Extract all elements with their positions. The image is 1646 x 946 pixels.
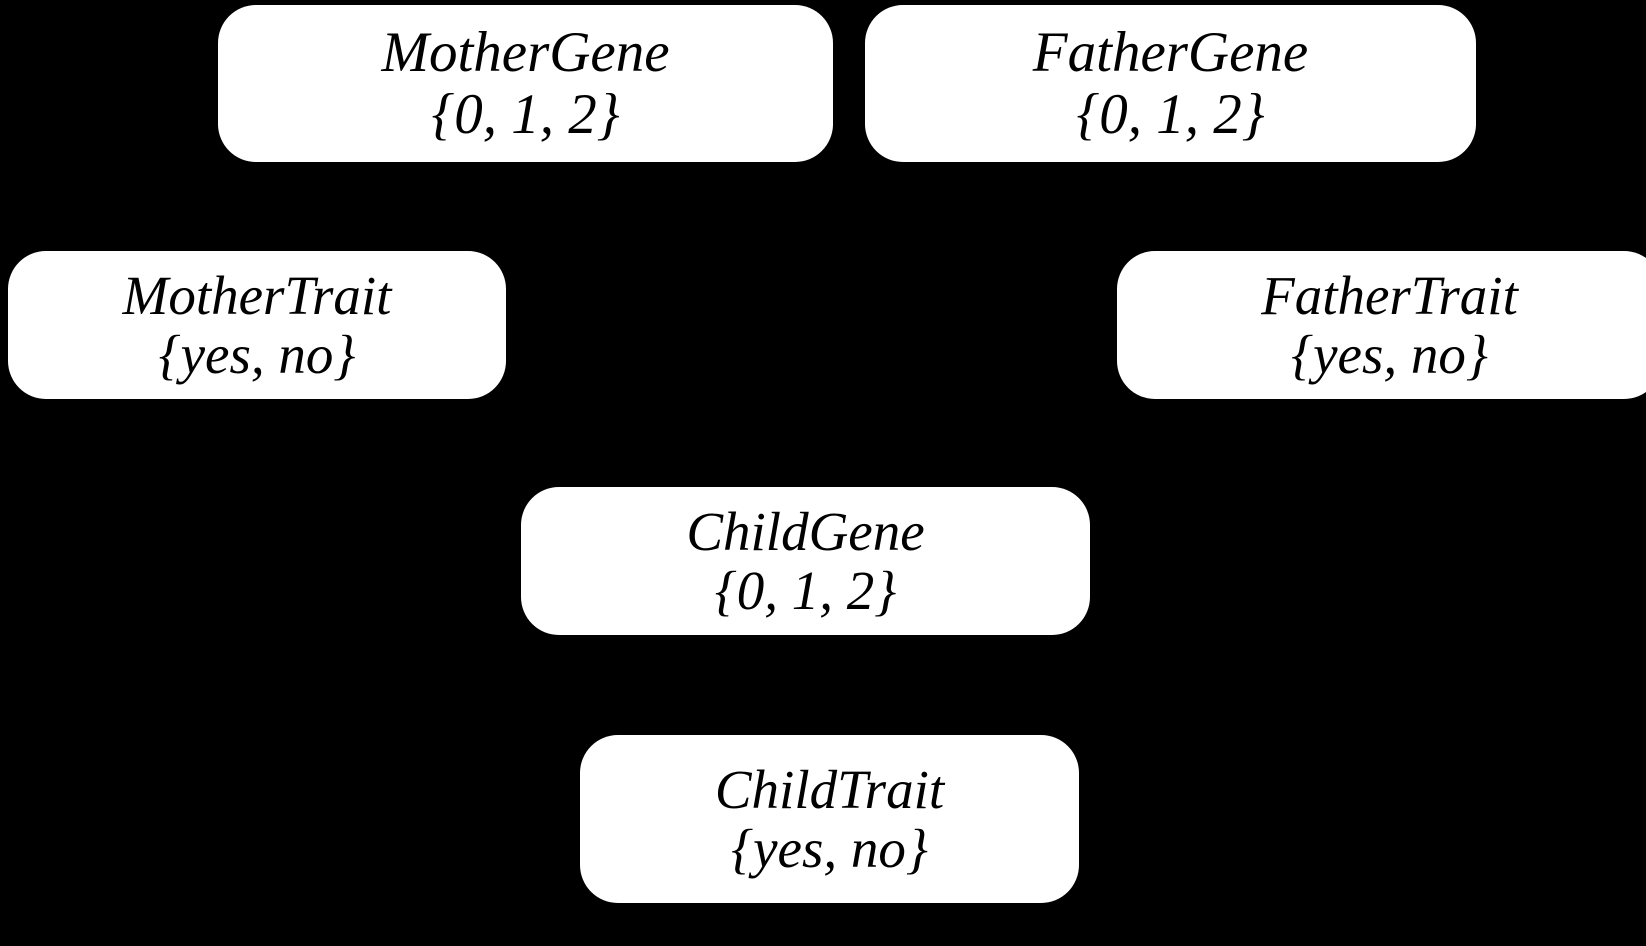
node-child-trait-label: ChildTrait: [714, 758, 945, 820]
node-child-gene[interactable]: ChildGene {0, 1, 2}: [521, 487, 1090, 635]
node-father-trait-domain: {yes, no}: [1291, 324, 1488, 385]
node-father-trait[interactable]: FatherTrait {yes, no}: [1117, 251, 1646, 399]
node-father-trait-label: FatherTrait: [1261, 264, 1518, 326]
node-child-gene-domain: {0, 1, 2}: [714, 560, 897, 621]
node-mother-gene-label: MotherGene: [381, 20, 670, 84]
node-mother-trait-domain: {yes, no}: [158, 324, 356, 385]
node-child-gene-label: ChildGene: [686, 500, 925, 562]
node-mother-trait[interactable]: MotherTrait {yes, no}: [8, 251, 506, 399]
node-child-trait[interactable]: ChildTrait {yes, no}: [580, 735, 1079, 903]
node-father-gene[interactable]: FatherGene {0, 1, 2}: [865, 5, 1476, 162]
node-mother-gene-domain: {0, 1, 2}: [431, 82, 620, 146]
node-child-trait-domain: {yes, no}: [731, 818, 928, 879]
node-father-gene-label: FatherGene: [1032, 20, 1309, 84]
node-mother-gene[interactable]: MotherGene {0, 1, 2}: [218, 5, 833, 162]
node-father-gene-domain: {0, 1, 2}: [1076, 82, 1265, 146]
node-mother-trait-label: MotherTrait: [122, 264, 392, 326]
